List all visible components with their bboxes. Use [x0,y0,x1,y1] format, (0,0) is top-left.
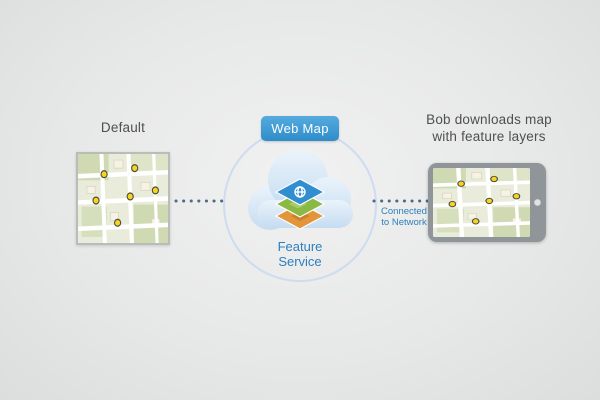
tablet-device-icon [428,163,546,242]
default-map-thumbnail [76,152,170,245]
globe-icon [294,186,306,198]
cloud-group [223,128,377,282]
connected-to-network-label: Connected to Network [381,206,427,229]
bob-downloads-caption: Bob downloads map with feature layers [426,112,552,144]
feature-service-label: Feature Service [277,239,323,269]
connector-right-dotted-line [372,199,430,203]
map-thumbnail-icon [78,154,168,243]
connector-left-dotted-line [174,199,229,203]
tablet-camera-icon [534,199,541,206]
web-map-badge: Web Map [261,116,339,141]
tablet-screen-map [433,168,530,237]
default-label: Default [100,120,146,135]
feature-layers-icon [274,178,326,230]
map-thumbnail-icon [433,168,530,237]
